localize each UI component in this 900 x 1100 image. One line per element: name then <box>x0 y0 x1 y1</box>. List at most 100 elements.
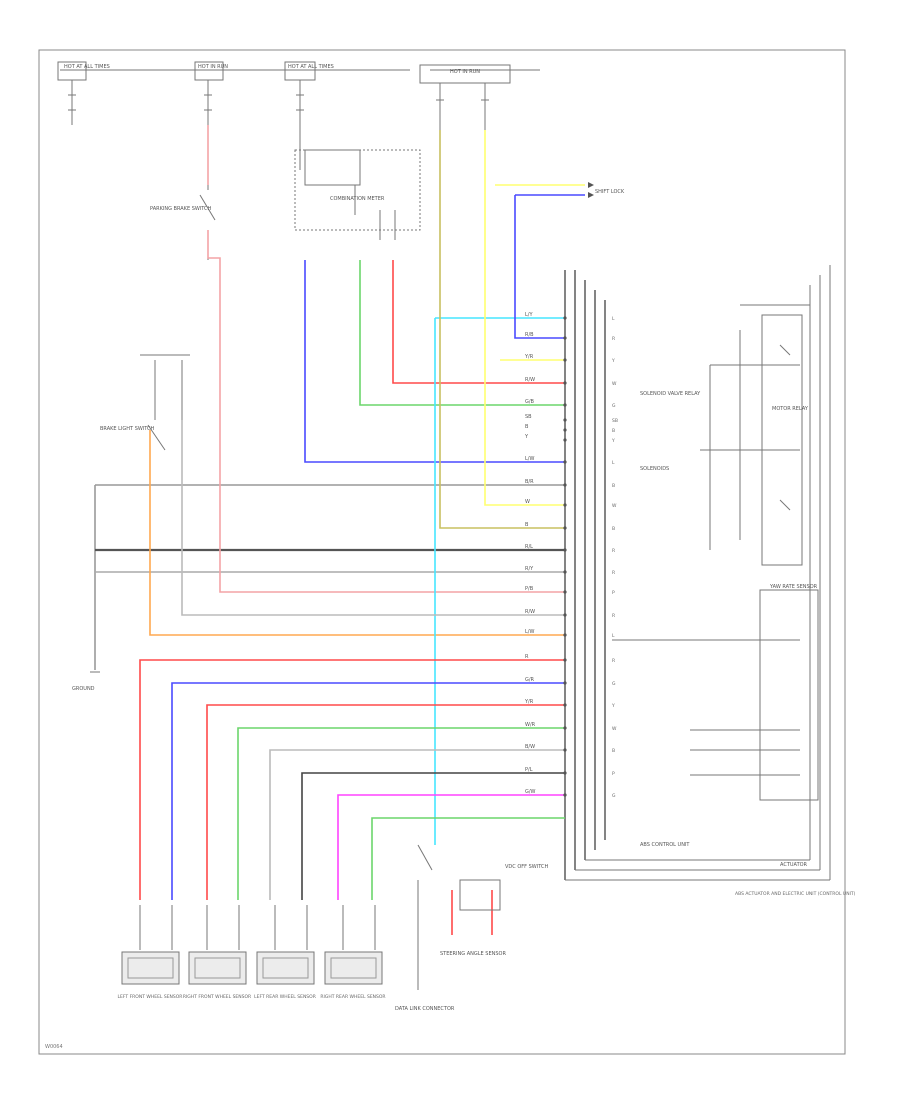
wire-orange-brake <box>149 430 565 636</box>
sensor-inner <box>127 957 174 979</box>
pin-dot <box>563 590 567 594</box>
pin-label-left: G/B <box>525 399 535 405</box>
pin-dot <box>563 726 567 730</box>
steering-angle-sensor: STEERING ANGLE SENSOR DATA LINK CONNECTO… <box>395 844 548 1012</box>
pin-label-right: R <box>612 613 615 619</box>
pin-dot <box>563 316 567 320</box>
pin-label-left: R/W <box>525 609 535 615</box>
pin-label-left: R <box>525 654 529 660</box>
pin-label-right: B <box>612 483 615 489</box>
wire-red-lf-a <box>139 659 565 900</box>
pin-label-left: L/W <box>525 629 534 635</box>
pin-label-right: R <box>612 658 615 664</box>
wheel-sensor-lf: LEFT FRONT WHEEL SENSOR <box>118 905 183 1000</box>
pin-dot <box>563 483 567 487</box>
pin-dot <box>563 793 567 797</box>
pin-label-right: B <box>612 748 615 754</box>
wire-green-rr-b <box>371 817 565 900</box>
pin-label-left: L/Y <box>525 312 533 318</box>
wire-group <box>139 125 594 935</box>
fuse-label-4: HOT IN RUN <box>450 69 480 75</box>
pin-label-right: L <box>612 460 615 466</box>
pin-label-left: B <box>525 522 529 528</box>
pin-label-right: P <box>612 590 615 596</box>
wire-green-rf-b <box>237 727 565 900</box>
wheel-sensor-lr: LEFT REAR WHEEL SENSOR <box>254 905 316 1000</box>
pin-dot <box>563 403 567 407</box>
combination-meter: COMBINATION METER <box>294 149 421 240</box>
wheel-sensor-label: LEFT FRONT WHEEL SENSOR <box>118 994 183 1000</box>
pin-dot <box>563 548 567 552</box>
pin-label-left: R/Y <box>525 566 534 572</box>
pin-label-left: B <box>525 424 529 430</box>
data-link-label: DATA LINK CONNECTOR <box>395 1006 455 1012</box>
connector-arrow-0 <box>588 182 594 188</box>
sensor-body <box>324 951 383 985</box>
pin-label-right: Y <box>611 438 615 444</box>
pin-label-left: W/R <box>525 722 536 728</box>
wire-yellow-main <box>484 130 565 506</box>
wire-olive <box>439 130 565 529</box>
steering-angle-sensor-label: STEERING ANGLE SENSOR <box>440 951 506 957</box>
relay-block: MOTOR RELAY SOLENOID VALVE RELAY SOLENOI… <box>612 304 819 801</box>
pin-label-right: G <box>612 403 616 409</box>
pin-label-left: P/L <box>525 767 533 773</box>
pin-dot <box>563 658 567 662</box>
pin-label-left: G/R <box>525 677 535 683</box>
pin-label-right: P <box>612 771 615 777</box>
pin-dot <box>563 460 567 464</box>
yaw-rate-sensor-label: YAW RATE SENSOR <box>769 584 818 590</box>
solenoids-label: SOLENOIDS <box>640 466 669 472</box>
pin-label-right: B <box>612 428 615 434</box>
pin-dot <box>563 381 567 385</box>
pin-label-right: R <box>612 570 615 576</box>
top-fuse-area: HOT AT ALL TIMES HOT IN RUN HOT AT ALL T… <box>57 61 540 170</box>
wire-red-rf-a <box>206 704 565 900</box>
connector-pin-labels: L/YR/BY/RR/WG/BSBBYL/WB/RWBR/LR/YP/BR/WL… <box>524 312 618 799</box>
pin-label-right: Y <box>611 358 615 364</box>
pin-dot <box>563 336 567 340</box>
pin-label-right: W <box>612 381 617 387</box>
abs-actuator-unit-label: ABS ACTUATOR AND ELECTRIC UNIT (CONTROL … <box>735 891 856 897</box>
sensor-inner <box>194 957 241 979</box>
pin-label-right: SB <box>612 418 618 424</box>
pin-label-right: W <box>612 503 617 509</box>
fuse-label-3: HOT AT ALL TIMES <box>288 64 334 70</box>
motor-relay-label: MOTOR RELAY <box>772 406 809 412</box>
parking-brake-switch: PARKING BRAKE SWITCH <box>150 125 216 260</box>
wire-black-lr-b <box>301 772 565 900</box>
actuator-label: ACTUATOR <box>780 862 808 868</box>
pin-label-left: R/B <box>525 332 534 338</box>
wheel-sensor-rf: RIGHT FRONT WHEEL SENSOR <box>183 905 251 1000</box>
wire-red-1 <box>392 260 565 384</box>
pin-dot <box>563 633 567 637</box>
ground-label: GROUND <box>72 686 95 692</box>
pin-dot <box>563 428 567 432</box>
sensor-inner <box>330 957 377 979</box>
wheel-sensor-label: LEFT REAR WHEEL SENSOR <box>254 994 316 1000</box>
pin-label-right: W <box>612 726 617 732</box>
abs-control-unit-label: ABS CONTROL UNIT <box>640 842 690 848</box>
pin-label-left: Y/R <box>524 699 534 705</box>
wire-gray-brake <box>181 420 565 616</box>
pin-label-left: R/L <box>525 544 533 550</box>
wire-blue-1 <box>304 260 565 463</box>
solenoid-valve-relay-label: SOLENOID VALVE RELAY <box>640 391 701 397</box>
pin-dot <box>563 570 567 574</box>
wire-blue-mid <box>514 195 565 339</box>
pin-label-right: Y <box>611 703 615 709</box>
wheel-sensor-rr: RIGHT REAR WHEEL SENSOR <box>320 905 386 1000</box>
pin-dot <box>563 503 567 507</box>
abs-control-unit-bus: ABS CONTROL UNIT ACTUATOR ABS ACTUATOR A… <box>564 265 856 897</box>
pin-label-left: G/W <box>525 789 536 795</box>
wire-white-lr-a <box>269 749 565 900</box>
pin-dot <box>563 358 567 362</box>
pin-dot <box>563 418 567 422</box>
pin-dot <box>563 703 567 707</box>
pin-dot <box>563 771 567 775</box>
pin-label-right: R <box>612 548 615 554</box>
pin-dot <box>563 438 567 442</box>
pin-label-left: B/W <box>525 744 535 750</box>
